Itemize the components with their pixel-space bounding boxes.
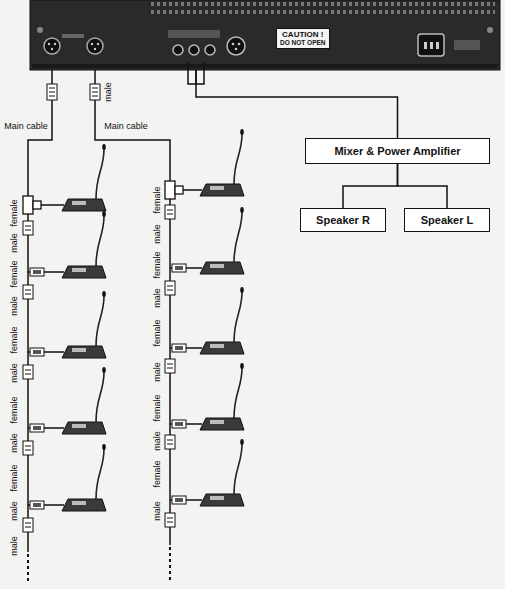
cable-plug [47, 84, 100, 100]
cable-connector [23, 285, 33, 299]
mixer-box: Mixer & Power Amplifier [305, 138, 490, 164]
conference-controller: CAUTION !DO NOT OPEN [30, 0, 500, 70]
microphone-unit [28, 444, 106, 511]
mic-plug [172, 420, 186, 428]
connector-gender: female [153, 460, 162, 487]
box-label: Mixer & Power Amplifier [334, 145, 460, 157]
mic-plug [172, 496, 186, 504]
connector-gender: female [10, 199, 19, 226]
connector-gender: male [10, 296, 19, 316]
xlr-output [227, 37, 245, 55]
connector-gender: female [153, 186, 162, 213]
din-port [44, 38, 60, 54]
mic-plug [30, 348, 44, 356]
microphone-unit [170, 207, 244, 274]
cable-connector [23, 518, 33, 532]
vent-slots [150, 1, 495, 15]
warning-text: CAUTION ! [280, 30, 326, 39]
microphone-unit [28, 291, 106, 358]
cable-connector [23, 365, 33, 379]
cable-connector [165, 205, 175, 219]
signal-wire [196, 70, 398, 138]
microphone-unit [170, 287, 244, 354]
din-port [87, 38, 103, 54]
connector-gender: male [104, 82, 113, 102]
warning-text: DO NOT OPEN [280, 39, 326, 46]
cable-connector [165, 513, 175, 527]
signal-wire [343, 164, 398, 208]
connector-gender: male [10, 536, 19, 556]
connector-gender: male [153, 501, 162, 521]
connector-gender: male [153, 224, 162, 244]
microphone-group [23, 129, 244, 532]
chain-continues [28, 547, 170, 584]
microphone-unit [28, 144, 106, 211]
connector-gender: female [153, 251, 162, 278]
box-label: Speaker L [421, 214, 474, 226]
cable-connector [165, 435, 175, 449]
tee-connector [165, 181, 183, 199]
chain-cable [28, 182, 170, 552]
power-socket [418, 34, 480, 56]
connector-gender: male [153, 431, 162, 451]
connector-gender: male [153, 288, 162, 308]
connector-gender: female [10, 464, 19, 491]
speaker-box: Speaker R [300, 208, 386, 232]
connector-gender: female [153, 394, 162, 421]
box-label: Speaker R [316, 214, 370, 226]
connector-gender: female [10, 260, 19, 287]
microphone-unit [28, 211, 106, 278]
connector-gender: female [153, 319, 162, 346]
connector-gender: female [10, 396, 19, 423]
cable-connector [23, 441, 33, 455]
cable-connector [165, 359, 175, 373]
tee-connector [23, 196, 41, 214]
connector-gender: male [10, 433, 19, 453]
connector-gender: male [10, 233, 19, 253]
audio-jacks [168, 30, 220, 55]
cable-label: Main cable [4, 122, 48, 131]
signal-wire [398, 164, 448, 208]
speaker-box: Speaker L [404, 208, 490, 232]
microphone-unit [170, 363, 244, 430]
connector-gender: male [10, 501, 19, 521]
mic-plug [172, 344, 186, 352]
connector-gender: male [153, 362, 162, 382]
connector-gender: male [10, 363, 19, 383]
cable-label: Main cable [104, 122, 148, 131]
mic-plug [172, 264, 186, 272]
mic-plug [30, 424, 44, 432]
caution-label: CAUTION !DO NOT OPEN [276, 28, 330, 49]
microphone-unit [170, 439, 244, 506]
mic-plug [30, 501, 44, 509]
cable-connector [165, 281, 175, 295]
microphone-unit [170, 129, 244, 196]
rack-panel [30, 0, 500, 70]
microphone-unit [28, 367, 106, 434]
mic-plug [30, 268, 44, 276]
cable-connector [23, 221, 33, 235]
connector-gender: female [10, 326, 19, 353]
